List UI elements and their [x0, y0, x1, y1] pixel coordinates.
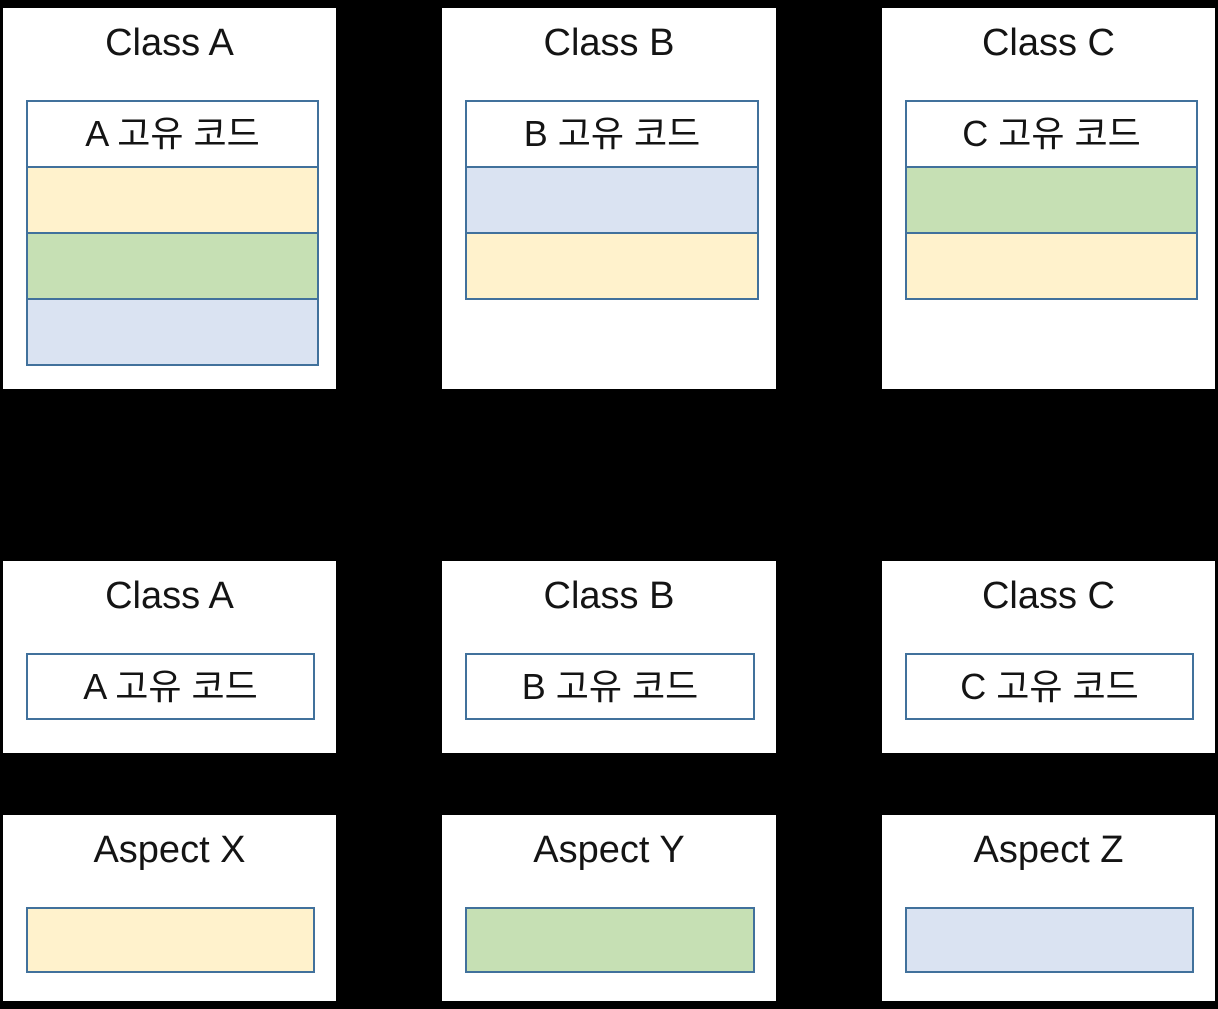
class-b-full-panel: Class B B 고유 코드 [442, 8, 776, 389]
class-b-code-cell: B 고유 코드 [467, 102, 757, 166]
color-cell [907, 232, 1196, 298]
aspect-x-panel: Aspect X [3, 815, 336, 1001]
class-b-attribute-table: B 고유 코드 [465, 100, 759, 300]
aspect-z-panel: Aspect Z [882, 815, 1215, 1001]
color-cell [28, 166, 317, 232]
color-cell [28, 232, 317, 298]
class-c-code-cell: C 고유 코드 [905, 653, 1194, 720]
color-cell [467, 166, 757, 232]
class-a-title: Class A [105, 575, 234, 617]
color-cell [465, 907, 755, 973]
color-cell [905, 907, 1194, 973]
class-a-full-panel: Class A A 고유 코드 [3, 8, 336, 389]
aspect-y-panel: Aspect Y [442, 815, 776, 1001]
aspect-y-title: Aspect Y [533, 829, 685, 871]
color-cell [467, 232, 757, 298]
class-c-full-panel: Class C C 고유 코드 [882, 8, 1215, 389]
class-a-core-panel: Class A A 고유 코드 [3, 561, 336, 753]
aspect-z-title: Aspect Z [973, 829, 1124, 871]
class-a-attribute-table: A 고유 코드 [26, 100, 319, 366]
aspect-x-title: Aspect X [93, 829, 246, 871]
color-cell [907, 166, 1196, 232]
class-b-core-panel: Class B B 고유 코드 [442, 561, 776, 753]
color-cell [28, 298, 317, 364]
color-cell [26, 907, 315, 973]
class-c-code-cell: C 고유 코드 [907, 102, 1196, 166]
class-b-code-cell: B 고유 코드 [465, 653, 755, 720]
class-a-code-cell: A 고유 코드 [28, 102, 317, 166]
class-c-core-panel: Class C C 고유 코드 [882, 561, 1215, 753]
class-a-title: Class A [105, 22, 234, 64]
class-c-title: Class C [981, 22, 1116, 64]
class-c-title: Class C [981, 575, 1116, 617]
class-b-title: Class B [543, 22, 675, 64]
class-b-title: Class B [543, 575, 675, 617]
class-a-code-cell: A 고유 코드 [26, 653, 315, 720]
class-c-attribute-table: C 고유 코드 [905, 100, 1198, 300]
